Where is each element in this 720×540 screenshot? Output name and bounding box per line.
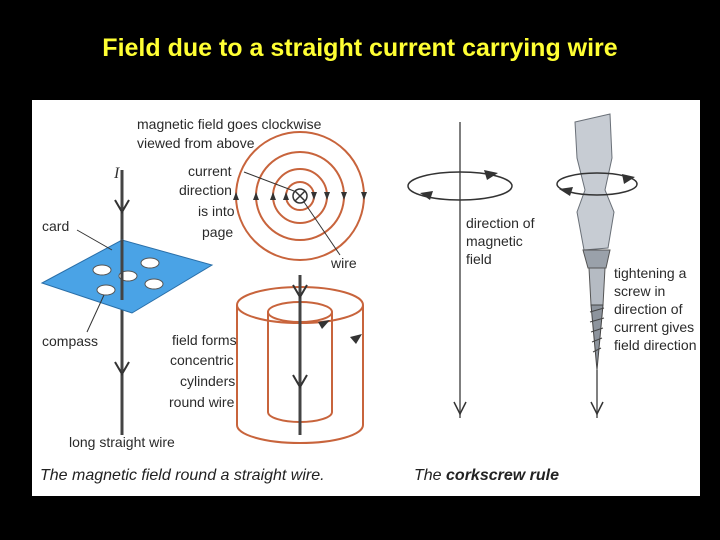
label-tightening-5: field direction bbox=[614, 337, 697, 353]
wire-pointer bbox=[303, 201, 341, 256]
label-field-forms-3: cylinders bbox=[180, 373, 235, 389]
label-field-top-1: magnetic field goes clockwise bbox=[137, 116, 322, 132]
screw-rotation-loop bbox=[556, 172, 638, 196]
screw-illustration bbox=[574, 113, 615, 371]
diagram-svg: I card compass long straight wire magnet… bbox=[40, 113, 697, 484]
rotation-loop bbox=[407, 171, 513, 201]
into-page-cross bbox=[294, 190, 306, 202]
label-field-forms-2: concentric bbox=[170, 352, 234, 368]
label-current-dir-1: current bbox=[188, 163, 232, 179]
cylinder-current-arrow-2 bbox=[292, 374, 308, 389]
label-current-dir-3: is into bbox=[198, 203, 235, 219]
label-card: card bbox=[42, 218, 69, 234]
label-field-forms-1: field forms bbox=[172, 332, 237, 348]
right-caption-prefix: The bbox=[414, 467, 446, 484]
compass-5 bbox=[96, 284, 116, 296]
rotation-arrow-1 bbox=[484, 170, 498, 180]
rotation-arrow-2 bbox=[420, 191, 433, 200]
current-arrow-2 bbox=[114, 361, 130, 376]
label-long-wire: long straight wire bbox=[69, 434, 175, 450]
label-tightening-3: direction of bbox=[614, 301, 683, 317]
label-tightening-1: tightening a bbox=[614, 265, 687, 281]
screw-rotation-arrow-1 bbox=[622, 174, 635, 184]
slide-title: Field due to a straight current carrying… bbox=[102, 34, 618, 62]
card-pointer bbox=[76, 229, 113, 251]
cylinder-arrow-2 bbox=[350, 334, 362, 344]
label-wire: wire bbox=[330, 255, 357, 271]
screw-rotation-arrow-2 bbox=[559, 187, 573, 196]
label-tightening-2: screw in bbox=[614, 283, 665, 299]
label-direction-2: magnetic bbox=[466, 233, 523, 249]
label-current-dir-4: page bbox=[202, 224, 233, 240]
current-dir-pointer bbox=[243, 171, 295, 192]
right-caption: The corkscrew rule bbox=[414, 467, 559, 484]
label-field-forms-4: round wire bbox=[169, 394, 235, 410]
current-arrow-1 bbox=[114, 199, 130, 214]
compass-pointer bbox=[86, 294, 105, 333]
diagram-figure: I card compass long straight wire magnet… bbox=[32, 100, 700, 496]
circle-arrowheads bbox=[233, 192, 367, 200]
label-compass: compass bbox=[42, 333, 98, 349]
compass-1 bbox=[92, 264, 112, 276]
left-caption: The magnetic field round a straight wire… bbox=[40, 467, 325, 484]
screw-axis-arrow bbox=[590, 401, 604, 416]
label-current-dir-2: direction bbox=[179, 182, 232, 198]
label-direction-3: field bbox=[466, 251, 492, 267]
cylinder-arrow bbox=[318, 320, 330, 329]
right-caption-bold: corkscrew rule bbox=[446, 467, 559, 484]
compass-2 bbox=[140, 257, 160, 269]
label-direction-1: direction of bbox=[466, 215, 535, 231]
compass-4 bbox=[144, 278, 164, 290]
cylinder-current-arrow-1 bbox=[292, 284, 308, 299]
label-field-top-2: viewed from above bbox=[137, 135, 255, 151]
label-tightening-4: current gives bbox=[614, 319, 694, 335]
right-wire-arrow bbox=[453, 401, 467, 416]
current-symbol: I bbox=[113, 165, 120, 182]
